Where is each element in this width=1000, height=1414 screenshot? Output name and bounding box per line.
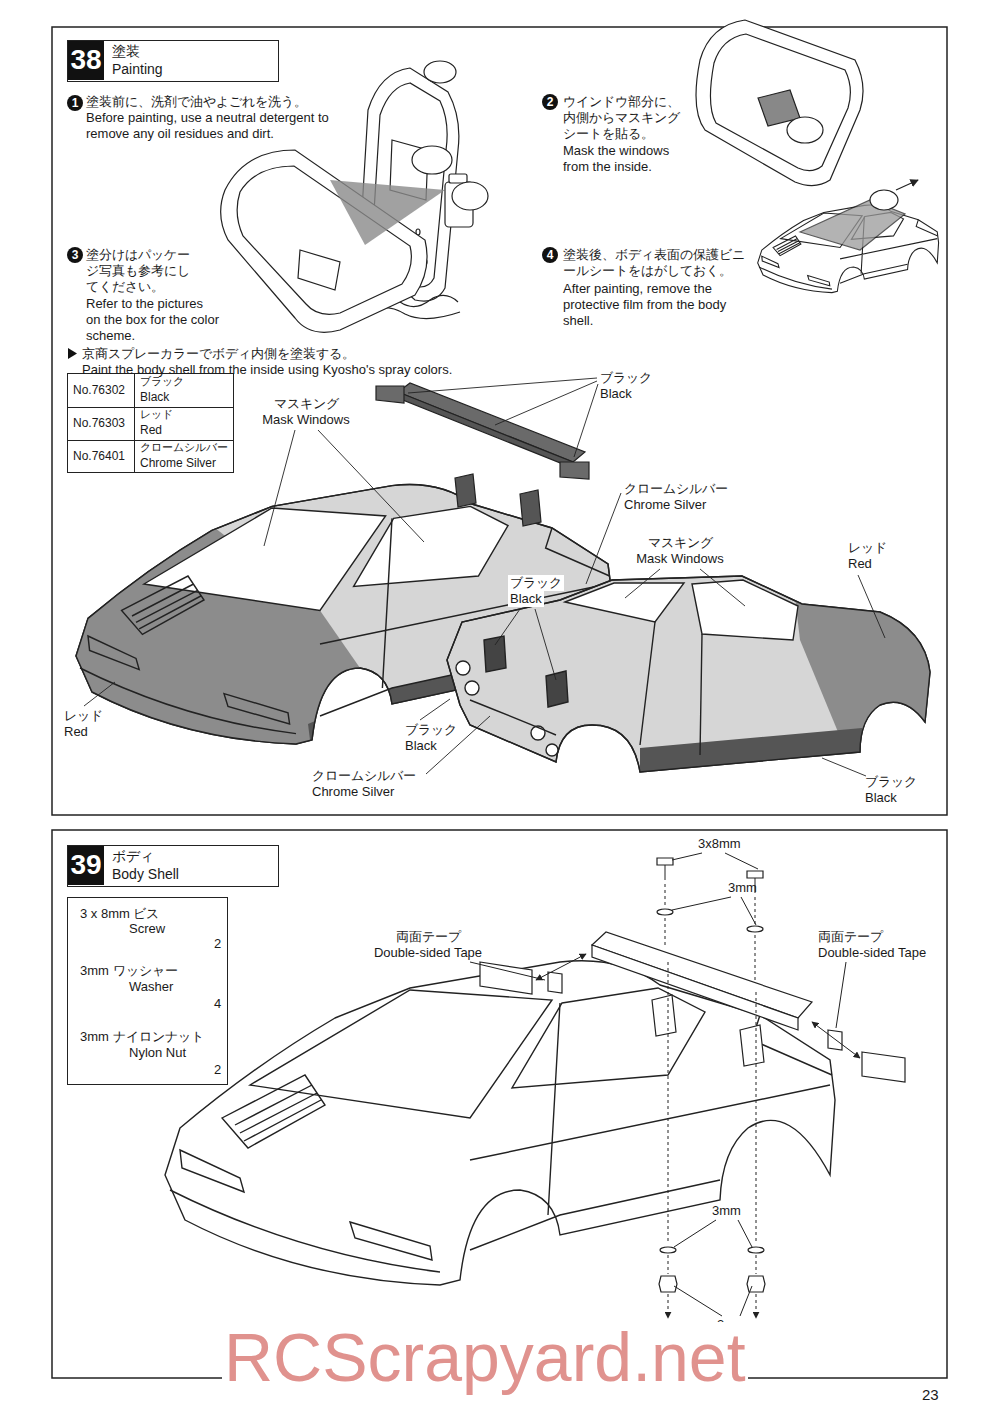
callout-label: 両面テープ [363,929,493,945]
callout-label: Double-sided Tape [363,945,493,961]
callout-label: Mask Windows [626,551,734,567]
box-text: Screw [129,921,165,937]
dimension-label: 3x8mm [698,836,741,852]
instruction-text: 京商スプレーカラーでボディ内側を塗装する。 [82,346,355,362]
callout-label: Black [600,386,632,402]
box-text: ボディ [112,848,154,865]
callout-label: Black [865,790,897,806]
callout-label: マスキング [250,396,362,412]
box-text: Red [140,423,162,437]
callout-label: Red [64,724,88,740]
box-text: クロームシルバー [140,441,228,454]
box-text: Nylon Nut [129,1045,186,1061]
step-header: ボディBody Shell 39 [67,845,279,887]
instruction-text: After painting, remove the protective fi… [563,281,727,329]
step-number: 3 [67,247,83,263]
instruction-text: 塗分けはパッケージ写真も参考にしてください。 [86,247,194,295]
instruction-text: Paint the body shell from the inside usi… [82,362,452,378]
callout-label: Red [848,556,872,572]
box-text: 2 [214,936,221,952]
step-number: 1 [67,95,83,111]
step-header: 塗装Painting 38 [67,40,279,82]
box-text: No.76302 [73,383,125,397]
callout-label: ブラック [508,575,564,591]
box-text: Painting [112,61,163,78]
dimension-label: 3mm [712,1203,741,1219]
instruction-text: 塗装後、ボディ表面の保護ビニールシートをはがしておく。 [563,247,749,279]
table-rule [68,440,233,441]
box-text: レッド [140,408,173,421]
page-number: 23 [922,1386,939,1404]
step-number: 2 [542,94,558,110]
callout-label: Black [508,591,544,607]
box-text: No.76401 [73,449,125,463]
instruction-text: 塗装前に、洗剤で油やよごれを洗う。 [86,94,307,110]
callout-label: レッド [64,708,103,724]
table-rule [134,374,135,472]
step-number: 4 [542,247,558,263]
box-text: 2 [214,1062,221,1078]
callout-label: Chrome Silver [624,497,706,513]
box-text: Washer [129,979,173,995]
callout-label: マスキング [626,535,734,551]
instruction-text: Mask the windows from the inside. [563,143,681,175]
step-number-box: 38 [68,41,104,80]
box-text: 4 [214,996,221,1012]
paint-table: No.76302ブラックBlackNo.76303レッドRedNo.76401ク… [67,373,234,473]
box-text: 塗装 [112,43,140,60]
box-text: Chrome Silver [140,456,216,470]
callout-label: レッド [848,540,887,556]
watermark: RCScrapyard.net [222,1322,748,1392]
box-text: 3mm ナイロンナット [80,1029,204,1045]
instruction-text: Refer to the pictures on the box for the… [86,296,221,344]
callout-label: Black [403,738,439,754]
callout-label: ブラック [865,774,917,790]
box-text: 3 x 8mm ビス [80,906,159,922]
box-text: No.76303 [73,416,125,430]
dimension-label: 3mm [728,880,757,896]
box-text: 3mm ワッシャー [80,963,178,979]
callout-label: ブラック [403,722,459,738]
box-text: Body Shell [112,866,179,883]
step-number-box: 39 [68,846,104,885]
step-number: 39 [70,848,101,882]
box-text: Black [140,390,169,404]
callout-label: 両面テープ [818,929,883,945]
instruction-text: Before painting, use a neutral detergent… [86,110,344,142]
table-rule [68,407,233,408]
callout-label: クロームシルバー [312,768,416,784]
callout-label: Chrome Silver [312,784,394,800]
step-number: 38 [70,43,101,77]
callout-label: ブラック [600,370,652,386]
parts-list: 3 x 8mm ビスScrew 2 3mm ワッシャーWasher 4 3mm ナイロン… [67,897,228,1085]
callout-label: Double-sided Tape [818,945,926,961]
instruction-text: ウインドウ部分に、内側からマスキングシートを貼る。 [563,94,685,142]
callout-label: クロームシルバー [624,481,728,497]
callout-label: Mask Windows [250,412,362,428]
